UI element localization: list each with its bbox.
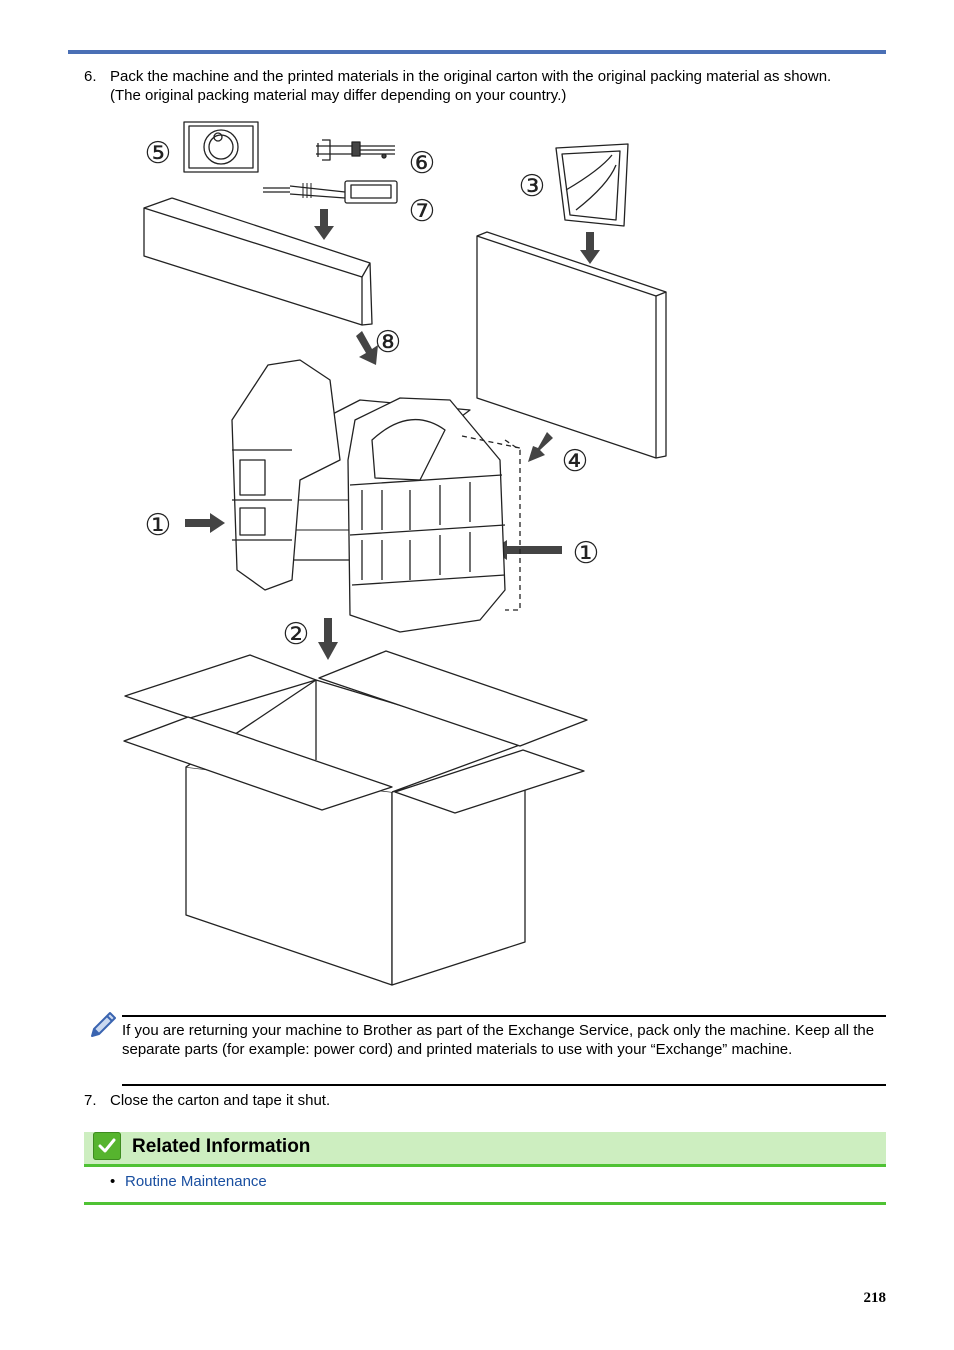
step-text-line-1: Close the carton and tape it shut. [110, 1092, 331, 1109]
step-number: 7. [84, 1092, 97, 1109]
pencil-icon [91, 1012, 116, 1037]
callout-5: ⑤ [145, 136, 172, 171]
note-bottom-rule [122, 1084, 886, 1086]
packing-strip [143, 197, 373, 326]
carton-box [123, 650, 588, 986]
callout-3: ③ [519, 169, 546, 204]
note-box: If you are returning your machine to Bro… [84, 1008, 886, 1086]
bullet: • [110, 1173, 116, 1190]
related-information-header: Related Information [84, 1132, 886, 1167]
page-number: 218 [863, 1290, 887, 1306]
ac-adapter [263, 180, 398, 204]
packing-illustration: ① ① ② ③ ④ ⑤ ⑥ ⑦ ⑧ [123, 121, 667, 986]
callout-1-right: ① [573, 536, 600, 571]
documents [555, 143, 629, 227]
callout-1-left: ① [145, 508, 172, 543]
step-number: 6. [84, 68, 97, 85]
note-text: If you are returning your machine to Bro… [122, 1022, 875, 1058]
callout-labels: ① ① ② ③ ④ ⑤ ⑥ ⑦ ⑧ [145, 136, 600, 652]
power-cord [316, 139, 395, 161]
step-text-line-2: (The original packing material may diffe… [110, 87, 567, 104]
routine-maintenance-link[interactable]: Routine Maintenance [125, 1173, 267, 1190]
power-cord-box [183, 121, 259, 173]
callout-7: ⑦ [409, 194, 436, 229]
cardboard-panel [476, 231, 667, 459]
related-information-title: Related Information [132, 1136, 311, 1157]
callout-4: ④ [562, 444, 589, 479]
step-text-line-1: Pack the machine and the printed materia… [110, 68, 832, 85]
header-rule [68, 50, 886, 54]
printer-with-cushions [231, 359, 521, 633]
direction-arrows [185, 209, 600, 660]
checkmark-icon [93, 1132, 121, 1160]
callout-2: ② [283, 617, 310, 652]
related-bottom-rule [84, 1202, 886, 1205]
note-top-rule [122, 1015, 886, 1017]
callout-6: ⑥ [409, 146, 436, 181]
callout-8: ⑧ [375, 325, 402, 360]
